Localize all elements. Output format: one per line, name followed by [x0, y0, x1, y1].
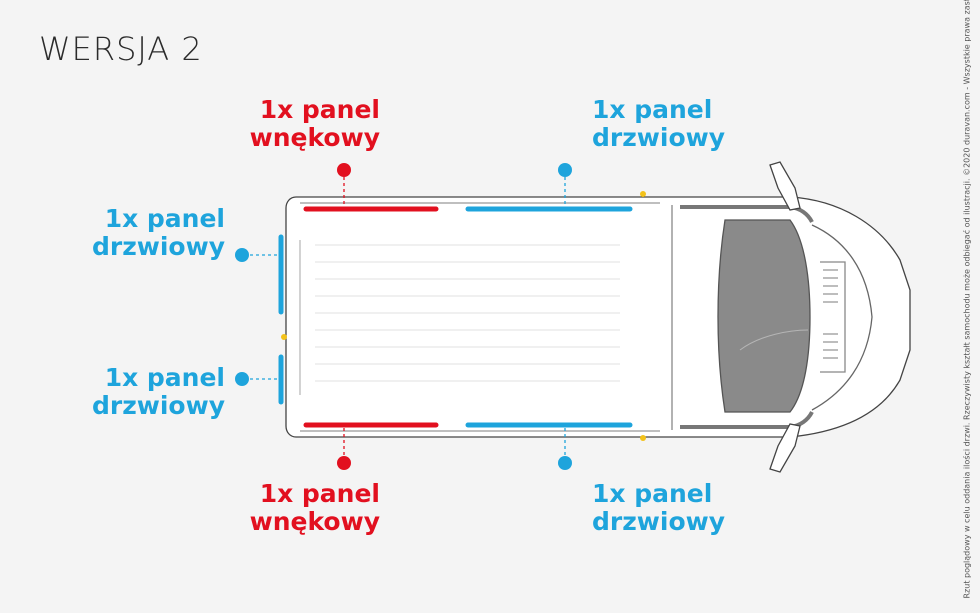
label-line: drzwiowy	[91, 232, 225, 261]
label-line: 1x panel	[104, 363, 225, 392]
van-body	[285, 196, 911, 438]
pointer-dot	[235, 248, 249, 262]
marker-light-icon	[281, 334, 287, 340]
pointer-dot	[337, 456, 351, 470]
marker-light-icon	[640, 435, 646, 441]
label-line: drzwiowy	[592, 507, 726, 536]
label-line: drzwiowy	[91, 391, 225, 420]
mirror-icon	[769, 161, 801, 473]
label-top-left: 1x panel wnękowy	[230, 96, 380, 152]
marker-light-icon	[640, 191, 646, 197]
disclaimer: Rzut poglądowy w celu oddania ilości drz…	[962, 0, 972, 599]
label-bottom-right: 1x panel drzwiowy	[592, 480, 792, 536]
label-rear-top: 1x panel drzwiowy	[70, 205, 225, 261]
label-line: 1x panel	[104, 204, 225, 233]
label-top-right: 1x panel drzwiowy	[592, 96, 792, 152]
page-title: WERSJA 2	[39, 30, 203, 68]
label-line: drzwiowy	[592, 123, 726, 152]
label-line: 1x panel	[592, 95, 713, 124]
pointer-dot	[235, 372, 249, 386]
label-line: 1x panel	[259, 479, 380, 508]
label-rear-bottom: 1x panel drzwiowy	[70, 364, 225, 420]
leader-lines	[250, 177, 566, 458]
label-line: 1x panel	[592, 479, 713, 508]
label-line: wnękowy	[249, 507, 380, 536]
pointer-dot	[337, 163, 351, 177]
label-bottom-left: 1x panel wnękowy	[230, 480, 380, 536]
pointer-dot	[558, 456, 572, 470]
pointer-dot	[558, 163, 572, 177]
label-line: wnękowy	[249, 123, 380, 152]
label-line: 1x panel	[259, 95, 380, 124]
